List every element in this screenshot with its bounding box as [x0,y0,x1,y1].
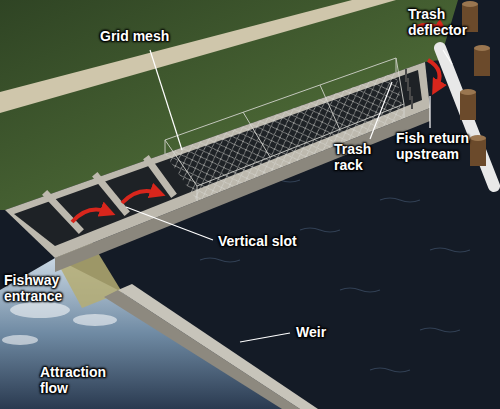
ripple [200,258,240,262]
post [474,48,490,76]
part-label: Trash rack [334,141,386,173]
post-top [470,135,486,141]
part-label: Grid mesh [100,28,169,44]
ripple [380,198,420,202]
trash-rack [406,69,412,109]
ripple [370,368,410,372]
baffle-wall [97,177,125,211]
mesh-frame-line [396,58,404,104]
weir-face [104,290,300,409]
flow-arrow [72,210,108,222]
flow-arrows [72,25,442,222]
leader-line [126,207,213,240]
foam [2,302,117,345]
part-label-box: Fish return upstream [396,130,494,162]
weir-top [118,284,318,409]
part-label: Attraction flow [40,364,124,396]
part-label: Fish return upstream [396,130,494,162]
leader-line [150,50,182,150]
grid-mesh [165,72,404,201]
ripple [420,328,460,332]
part-label-box: Trash rack [334,141,386,173]
post-top [460,89,476,95]
leader-line [240,333,290,342]
post-top [474,45,490,51]
channel-wall-top [5,62,430,258]
rack-bar [405,69,407,82]
trash-deflector-pipe [440,48,494,186]
part-label-box: Attraction flow [40,364,124,396]
foam-patch [2,335,38,345]
baffles [47,160,172,229]
part-label-box: Fishway entrance [4,272,76,304]
rack-bar [407,78,409,91]
mesh-frame-line [320,85,340,130]
ripple [300,228,340,232]
foam-patch [73,314,117,326]
ripple [430,248,470,252]
foam-patch [10,302,70,318]
part-label: Weir [296,324,326,340]
baffle-wall [148,160,172,193]
water-ripples [200,178,470,372]
part-label: Trash deflector [408,6,484,38]
mesh-frame-line [243,112,270,157]
baffle-wall [47,195,79,229]
post [460,92,476,120]
grass-bank [0,0,458,210]
mesh-frame-line [197,104,404,201]
post-top [462,1,478,7]
part-label-box: Trash deflector [408,6,484,38]
mesh-frame [165,58,404,201]
part-label-box: Vertical slot [218,233,297,249]
leader-line [443,50,452,64]
leader-line [370,82,392,139]
channel-water [14,70,422,246]
part-label-box: Weir [296,324,326,340]
part-label-box: Grid mesh [100,28,169,44]
leader-lines [126,50,452,342]
mesh-frame-line [165,58,396,154]
part-label: Vertical slot [218,233,297,249]
ripple [340,288,380,292]
part-label: Fishway entrance [4,272,76,304]
flow-arrow [122,191,158,203]
rack-bar [411,96,413,109]
leader-line [429,96,430,128]
rack-bar [409,87,411,100]
flow-arrow [428,60,440,88]
post [470,138,486,166]
